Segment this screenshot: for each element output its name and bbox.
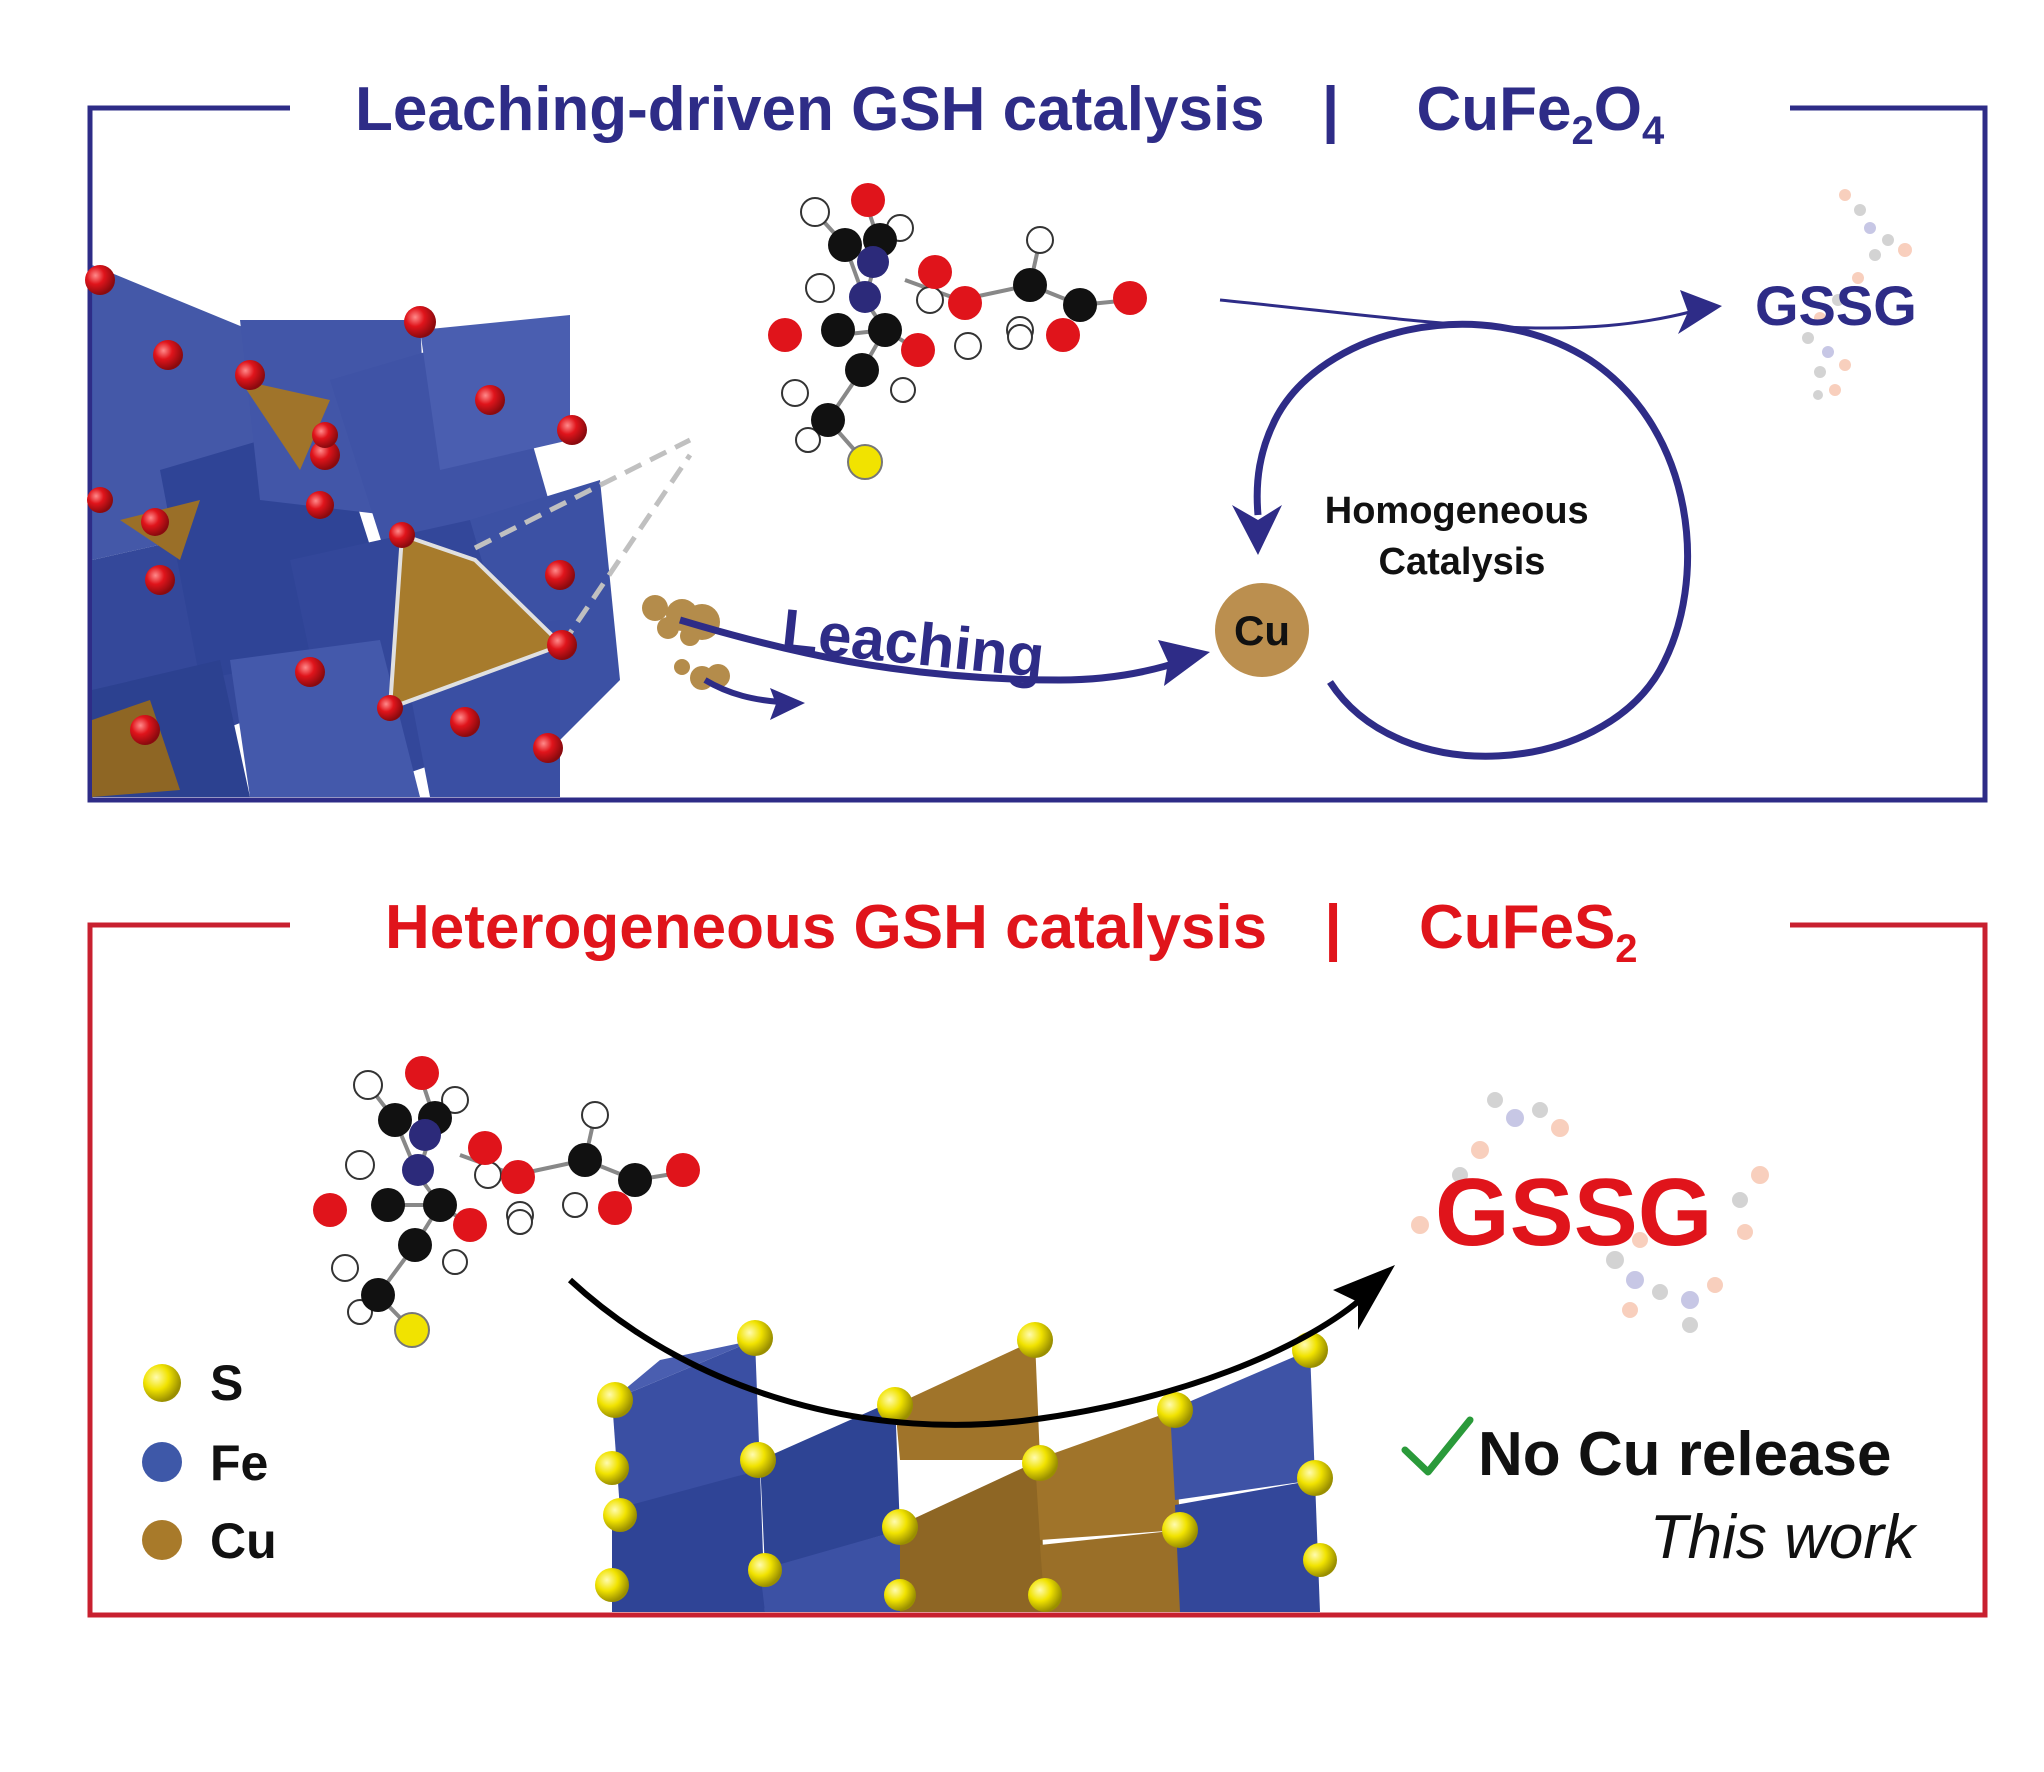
leaching-label: Leaching — [779, 596, 1048, 690]
top-panel: Leaching-driven GSH catalysis | CuFe2O4 — [85, 75, 1988, 803]
top-panel-frame — [87, 105, 1988, 803]
this-work-text: This work — [1650, 1503, 1918, 1572]
bottom-formula-base: CuFeS — [1419, 893, 1615, 962]
legend-label-cu: Cu — [210, 1513, 277, 1569]
gssg-molecule-bottom — [1411, 1092, 1769, 1333]
bottom-panel-title: Heterogeneous GSH catalysis | CuFeS2 — [385, 893, 1638, 971]
check-icon — [1401, 1416, 1474, 1476]
bottom-panel: Heterogeneous GSH catalysis | CuFeS2 — [87, 893, 1988, 1618]
gssg-molecule-top — [1802, 189, 1912, 400]
top-title-text: Leaching-driven GSH catalysis — [355, 75, 1265, 144]
bottom-reaction-arrow — [567, 1277, 1362, 1428]
top-product-label: GSSG — [1755, 274, 1917, 337]
bottom-title-text: Heterogeneous GSH catalysis — [385, 893, 1267, 962]
cycle-label: Homogeneous Catalysis — [1325, 490, 1599, 583]
gsh-molecule-top — [768, 183, 1147, 480]
leached-cu-particles — [642, 595, 730, 690]
leaching-arrow — [678, 616, 1187, 684]
cufe2o4-crystal-structure — [85, 265, 730, 797]
cu-ion-label: Cu — [1234, 607, 1290, 654]
bottom-title-separator: | — [1324, 893, 1341, 963]
bottom-panel-frame — [87, 922, 1988, 1618]
legend-item-s: S — [143, 1355, 243, 1411]
sulfur-atoms — [595, 1320, 1337, 1612]
oxygen-atoms — [85, 265, 587, 763]
cu-ion: Cu — [1215, 583, 1309, 677]
element-legend: S Fe Cu — [142, 1355, 277, 1569]
cycle-label-line1: Homogeneous — [1325, 490, 1589, 532]
cycle-label-line2: Catalysis — [1379, 541, 1546, 583]
legend-item-fe: Fe — [142, 1435, 268, 1491]
homogeneous-cycle-arc — [1253, 320, 1692, 760]
top-formula-sub1: 2 — [1571, 109, 1593, 153]
bottom-product-label: GSSG — [1435, 1159, 1712, 1266]
no-cu-release-text: No Cu release — [1478, 1420, 1892, 1489]
bottom-formula-sub1: 2 — [1615, 927, 1637, 971]
top-formula-sub2: 4 — [1642, 109, 1665, 153]
leaching-small-arrow — [703, 677, 781, 705]
legend-item-cu: Cu — [142, 1513, 277, 1569]
cufes2-crystal-structure — [595, 1320, 1337, 1612]
top-formula-mid: O — [1594, 75, 1642, 144]
gsh-molecule-bottom — [313, 1056, 700, 1348]
legend-label-s: S — [210, 1355, 243, 1411]
top-title-separator: | — [1322, 75, 1339, 145]
top-formula-base: CuFe — [1416, 75, 1571, 144]
top-panel-title: Leaching-driven GSH catalysis | CuFe2O4 — [355, 75, 1665, 153]
legend-label-fe: Fe — [210, 1435, 268, 1491]
